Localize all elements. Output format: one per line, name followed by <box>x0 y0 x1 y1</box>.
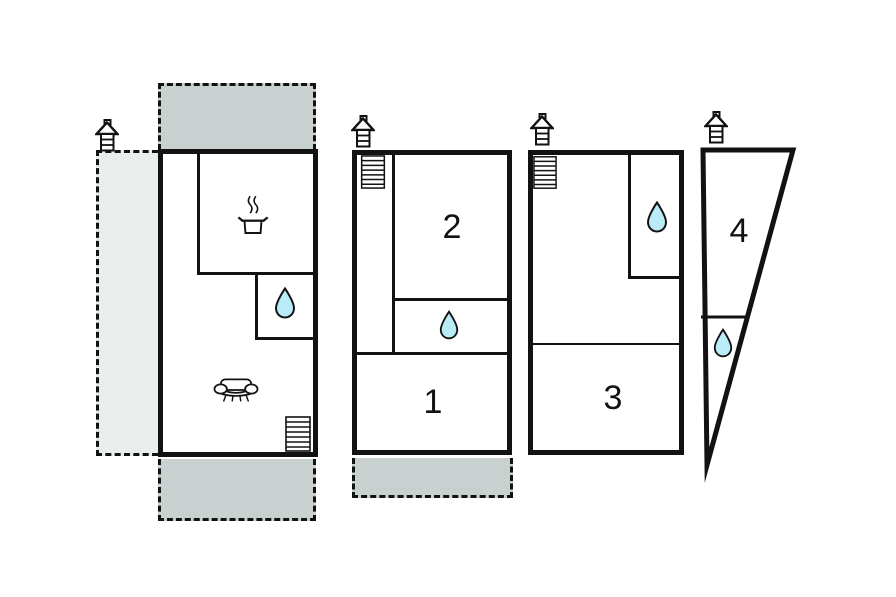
unit-a-patio-left <box>96 150 158 456</box>
stairs-icon <box>533 155 557 190</box>
unit-b-mid-divider-wall <box>357 352 507 355</box>
chimney-icon <box>351 115 375 148</box>
water-drop-icon <box>645 201 669 233</box>
unit-c-mid-divider-wall <box>533 343 679 345</box>
room-2-label: 2 <box>442 208 462 246</box>
chimney-icon <box>530 113 554 146</box>
room-1-label: 1 <box>423 383 443 421</box>
unit-b-room2-bottom-wall <box>392 298 507 301</box>
room-3-label: 3 <box>603 379 623 417</box>
room-4-label: 4 <box>729 212 749 250</box>
unit-a-bath-left-wall <box>255 272 258 340</box>
unit-a-kitchen-left-wall <box>197 154 200 275</box>
stairs-icon <box>359 155 387 189</box>
unit-c-bath-left-wall <box>628 155 631 279</box>
unit-c-outline <box>528 150 684 455</box>
unit-c-bath-bottom-wall <box>628 276 679 279</box>
sofa-icon <box>213 374 259 404</box>
chimney-icon <box>704 111 728 144</box>
unit-a-outline <box>158 149 318 457</box>
cooking-pot-icon <box>236 193 270 239</box>
unit-b-terrace-bottom <box>352 458 513 498</box>
unit-a-terrace-bottom <box>158 459 316 521</box>
water-drop-icon <box>712 328 734 358</box>
chimney-icon <box>95 119 119 152</box>
unit-b-corridor-wall <box>392 155 395 355</box>
water-drop-icon <box>273 287 297 319</box>
stairs-icon <box>285 416 311 452</box>
water-drop-icon <box>438 310 460 340</box>
unit-b-outline <box>352 150 512 455</box>
unit-d-outline <box>700 147 797 483</box>
unit-a-terrace-top <box>158 83 316 150</box>
unit-a-bath-bottom-wall <box>255 337 313 340</box>
